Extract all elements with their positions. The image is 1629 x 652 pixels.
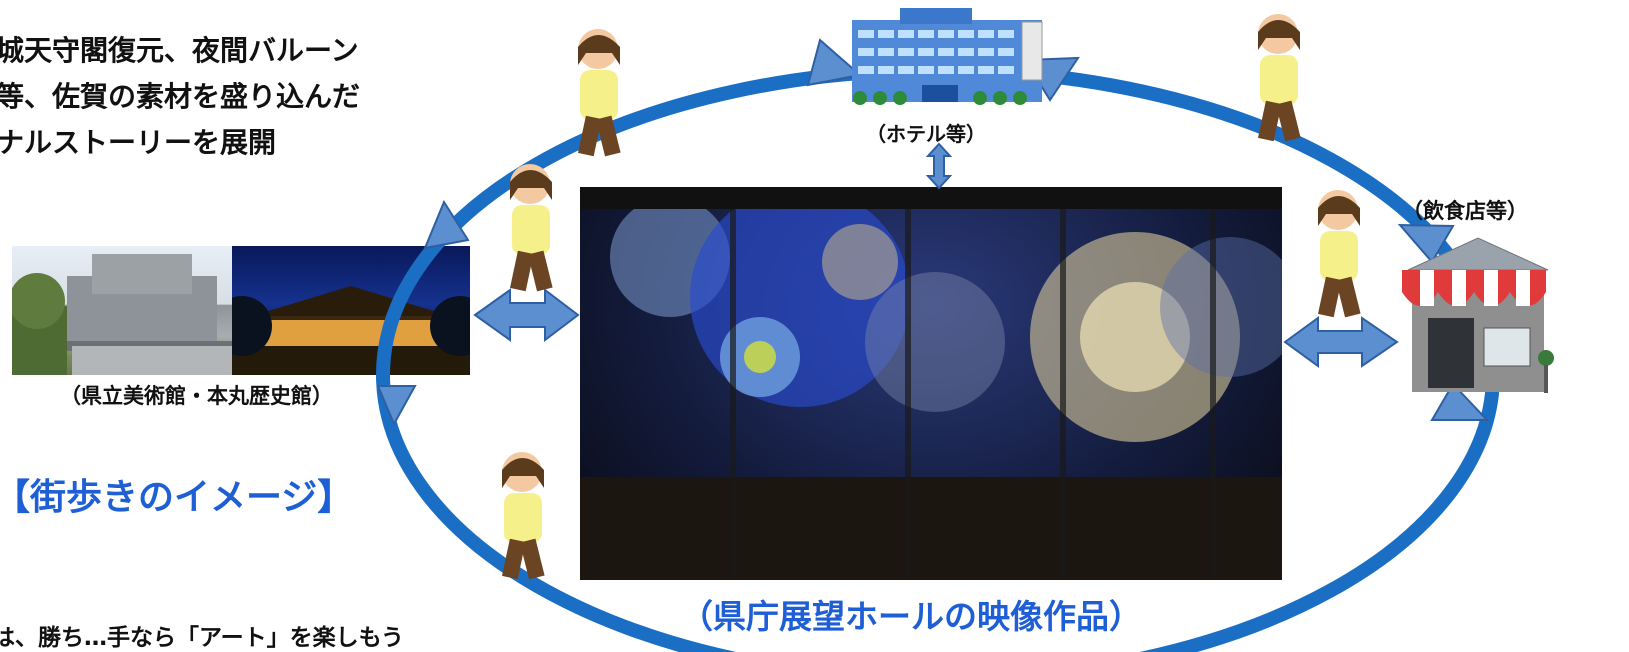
- hotel-icon: [852, 8, 1043, 105]
- walk-title: 【街歩きのイメージ】: [0, 477, 354, 518]
- museum-photo: [12, 246, 232, 375]
- history-museum-photo: [232, 246, 470, 375]
- walking-person-icon: [578, 29, 621, 157]
- double-arrow-left: [473, 287, 580, 343]
- loop-arrow: [423, 199, 470, 250]
- hotel-label: （ホテル等）: [866, 122, 986, 146]
- double-arrow-vertical: [925, 142, 953, 190]
- tower-label: （県庁展望ホールの映像作品）: [680, 597, 1142, 636]
- double-arrow-right: [1283, 316, 1399, 368]
- intro-text: 城天守閣復元、夜間バルーン 等、佐賀の素材を盛り込んだ ナルストーリーを展開: [0, 28, 476, 166]
- intro-line-2: 等、佐賀の素材を盛り込んだ: [0, 80, 361, 113]
- intro-line-1: 城天守閣復元、夜間バルーン: [0, 34, 359, 67]
- restaurant-icon: [1402, 237, 1554, 393]
- restaurant-label: （飲食店等）: [1402, 199, 1528, 223]
- walking-person-icon: [1318, 190, 1361, 318]
- museum-label: （県立美術館・本丸歴史館）: [60, 384, 333, 408]
- intro-line-3: ナルストーリーを展開: [0, 126, 277, 159]
- loop-arrow: [376, 385, 417, 427]
- walking-person-icon: [502, 452, 545, 580]
- bottom-note: は、勝ち…手なら「アート」を楽しもう: [0, 625, 404, 651]
- observatory-photo: [580, 187, 1282, 580]
- loop-arrow: [1397, 223, 1455, 264]
- walking-person-icon: [1258, 14, 1301, 142]
- walking-person-icon: [510, 164, 553, 292]
- loop-arrow: [806, 38, 863, 87]
- loop-arrow: [1430, 382, 1490, 421]
